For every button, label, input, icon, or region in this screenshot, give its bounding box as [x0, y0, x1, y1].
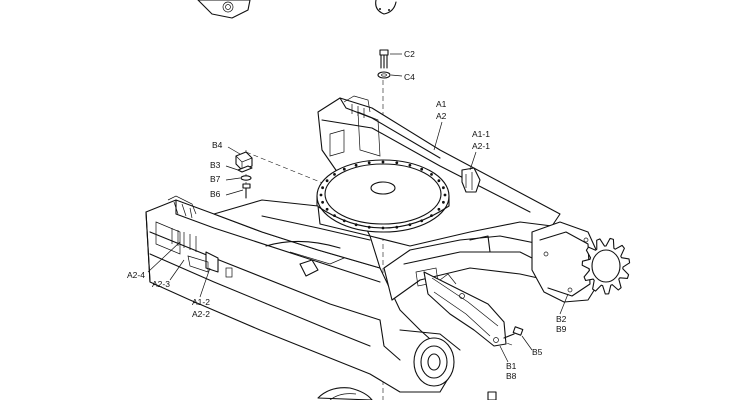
sprocket-hub — [591, 249, 621, 283]
label-a2-1: A2-1 — [472, 141, 490, 151]
label-a1-2: A1-2 — [192, 297, 210, 307]
ring-bolt-hole — [333, 173, 336, 176]
ring-bolt-hole — [420, 167, 424, 171]
ring-bolt-hole — [408, 223, 412, 227]
label-b5: B5 — [532, 347, 543, 357]
ring-bolt-hole — [443, 193, 447, 197]
callout-labels: C2 C4 A1 A2 A1-1 A2-1 B4 B3 B7 B6 A2-4 A… — [127, 49, 569, 381]
label-a2-4: A2-4 — [127, 270, 145, 280]
ring-bolt-hole — [342, 167, 346, 171]
label-b6: B6 — [210, 189, 221, 199]
ring-bolt-hole — [321, 200, 324, 204]
label-b2: B2 — [556, 314, 567, 324]
ring-bolt-hole — [321, 186, 324, 190]
label-a1: A1 — [436, 99, 447, 109]
washer-c4 — [377, 71, 403, 79]
ring-bolt-hole — [442, 186, 445, 190]
ring-bolt-hole — [367, 225, 371, 229]
ring-bolt-hole — [325, 179, 329, 183]
drive-sprocket — [581, 237, 631, 295]
upper-gear-partial — [375, 0, 397, 15]
ring-bolt-hole — [395, 161, 399, 165]
label-b3: B3 — [210, 160, 221, 170]
label-a2-2: A2-2 — [192, 309, 210, 319]
ring-bolt-hole — [325, 207, 329, 211]
label-c2: C2 — [404, 49, 415, 59]
swing-ring-bolt-holes — [319, 160, 447, 230]
upper-bracket-partial — [197, 0, 251, 19]
ring-bolt-hole — [381, 226, 385, 230]
stopper-parts-b — [225, 146, 253, 199]
ring-bolt-hole — [395, 225, 399, 229]
ring-bolt-hole — [437, 207, 441, 211]
ring-bolt-hole — [319, 193, 323, 197]
ring-bolt-hole — [430, 173, 433, 176]
ring-bolt-hole — [442, 200, 445, 204]
ring-bolt-hole — [367, 161, 371, 165]
label-c4: C4 — [404, 72, 415, 82]
ring-bolt-hole — [354, 223, 358, 227]
sprocket-teeth — [581, 237, 631, 295]
track-frame-assembly — [145, 95, 599, 393]
bolt-c2 — [379, 49, 402, 69]
label-b7: B7 — [210, 174, 221, 184]
ring-bolt-hole — [430, 214, 433, 218]
lower-parts-partial — [317, 387, 497, 400]
ring-bolt-hole — [408, 163, 412, 167]
label-b1: B1 — [506, 361, 517, 371]
ring-bolt-hole — [437, 179, 441, 183]
ring-bolt-hole — [420, 219, 424, 223]
label-b8: B8 — [506, 371, 517, 381]
label-a1-1: A1-1 — [472, 129, 490, 139]
ring-bolt-hole — [333, 214, 336, 218]
label-b9: B9 — [556, 324, 567, 334]
label-a2: A2 — [436, 111, 447, 121]
ring-bolt-hole — [354, 163, 358, 167]
ring-bolt-hole — [342, 219, 346, 223]
label-a2-3: A2-3 — [152, 279, 170, 289]
label-b4: B4 — [212, 140, 223, 150]
ring-bolt-hole — [381, 160, 385, 164]
